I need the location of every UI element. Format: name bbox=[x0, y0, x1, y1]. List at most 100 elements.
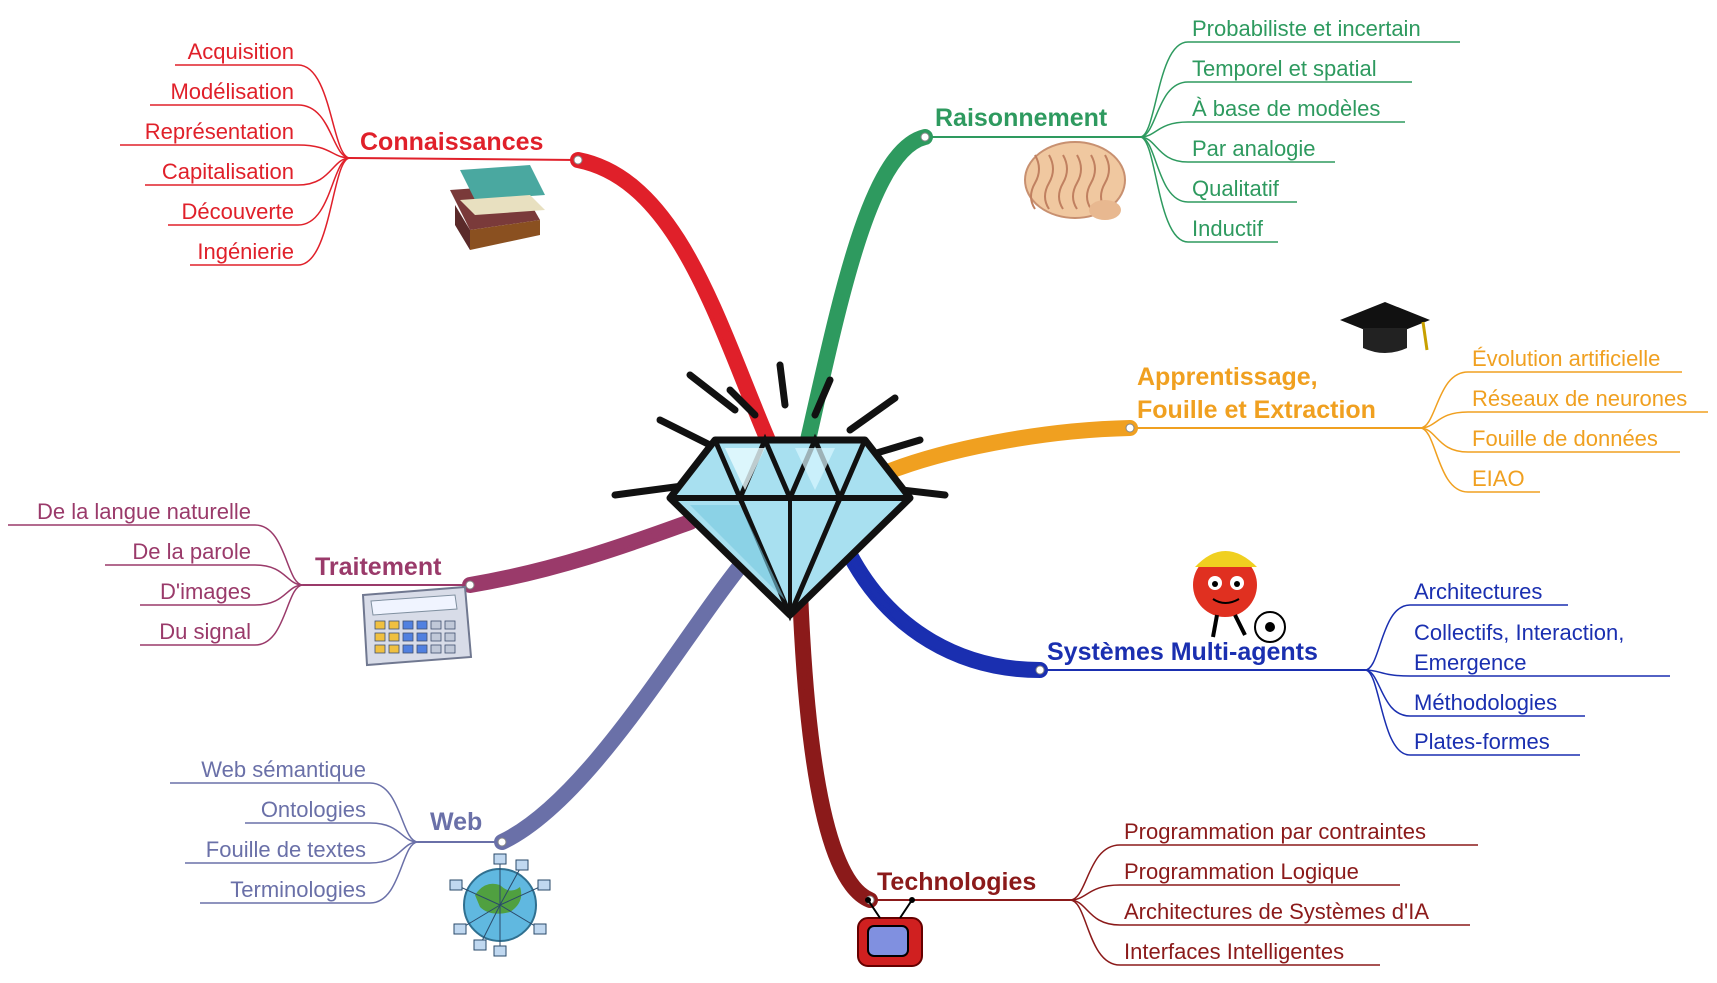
leaf-connaissances-3[interactable]: Capitalisation bbox=[162, 159, 294, 184]
leaf-traitement-1[interactable]: De la parole bbox=[132, 539, 251, 564]
leaf-connector bbox=[1419, 411, 1469, 429]
diamond-icon[interactable] bbox=[611, 361, 949, 622]
leaf-connector bbox=[1139, 121, 1189, 138]
branch-connaissances-underline bbox=[349, 157, 579, 161]
robot-soccer-icon bbox=[1193, 551, 1286, 643]
leaf-connector bbox=[254, 584, 304, 646]
leaf-connector bbox=[1139, 41, 1189, 138]
branch-apprentissage-trunk-layer bbox=[878, 426, 1132, 477]
branch-title-line: Connaissances bbox=[360, 128, 543, 156]
leaf-connaissances-1[interactable]: Modélisation bbox=[170, 79, 294, 104]
leaf-traitement-0[interactable]: De la langue naturelle bbox=[37, 499, 251, 524]
branch-sma-node[interactable] bbox=[1035, 665, 1045, 675]
branch-web-trunk-layer bbox=[500, 558, 747, 844]
branch-title-traitement[interactable]: Traitement bbox=[315, 553, 442, 581]
calculator-icon bbox=[361, 585, 473, 667]
leaf-connector bbox=[254, 584, 304, 606]
branch-traitement-trunk-layer bbox=[468, 520, 692, 587]
leaf-technologies-2[interactable]: Architectures de Systèmes d'IA bbox=[1124, 899, 1429, 924]
branch-title-technologies[interactable]: Technologies bbox=[877, 868, 1036, 896]
leaf-connector bbox=[1069, 844, 1121, 901]
leaf-technologies-1[interactable]: Programmation Logique bbox=[1124, 859, 1359, 884]
leaf-traitement-3[interactable]: Du signal bbox=[159, 619, 251, 644]
branch-title-apprentissage[interactable]: Apprentissage,Fouille et Extraction bbox=[1137, 363, 1376, 424]
leaf-connector bbox=[1364, 604, 1411, 671]
leaf-connector bbox=[1139, 136, 1189, 243]
leaf-web-1[interactable]: Ontologies bbox=[261, 797, 366, 822]
leaf-raisonnement-4[interactable]: Qualitatif bbox=[1192, 176, 1280, 201]
leaf-connector bbox=[369, 822, 419, 843]
branch-sma: Systèmes Multi-agents ArchitecturesCollec… bbox=[842, 547, 1670, 756]
branch-web-node[interactable] bbox=[497, 837, 507, 847]
leaf-apprentissage-1[interactable]: Réseaux de neurones bbox=[1472, 386, 1687, 411]
branch-raisonnement: Raisonnement Probabiliste et incertainTem… bbox=[800, 16, 1460, 448]
tv-icon bbox=[857, 897, 923, 967]
leaf-sma-1-line1[interactable]: Emergence bbox=[1414, 650, 1527, 675]
brain-icon bbox=[1024, 141, 1126, 220]
leaf-apprentissage-2[interactable]: Fouille de données bbox=[1472, 426, 1658, 451]
leaf-connector bbox=[297, 157, 351, 266]
leaf-traitement-2[interactable]: D'images bbox=[160, 579, 251, 604]
branch-title-line: Raisonnement bbox=[935, 104, 1108, 132]
leaf-connector bbox=[1139, 81, 1189, 138]
branch-title-web[interactable]: Web bbox=[430, 808, 482, 836]
leaf-connector bbox=[297, 64, 351, 159]
branch-traitement: Traitement De la langue naturelle De la pa… bbox=[8, 499, 698, 646]
leaf-raisonnement-2[interactable]: À base de modèles bbox=[1192, 96, 1380, 121]
leaf-connaissances-2[interactable]: Représentation bbox=[145, 119, 294, 144]
leaf-connaissances-5[interactable]: Ingénierie bbox=[197, 239, 294, 264]
leaf-sma-2[interactable]: Méthodologies bbox=[1414, 690, 1557, 715]
branch-technologies-trunk-layer bbox=[798, 588, 872, 902]
branch-title-raisonnement[interactable]: Raisonnement bbox=[935, 104, 1108, 132]
leaf-connector bbox=[297, 157, 351, 226]
leaf-connector bbox=[369, 841, 419, 864]
leaf-connector bbox=[369, 782, 419, 843]
leaf-raisonnement-0[interactable]: Probabiliste et incertain bbox=[1192, 16, 1421, 41]
branch-title-line: Fouille et Extraction bbox=[1137, 396, 1376, 424]
branch-title-connaissances[interactable]: Connaissances bbox=[360, 128, 543, 156]
leaf-connector bbox=[1419, 371, 1469, 429]
leaf-raisonnement-3[interactable]: Par analogie bbox=[1192, 136, 1316, 161]
leaf-connector bbox=[1069, 899, 1121, 966]
books-icon bbox=[450, 165, 545, 250]
branch-sma-trunk-layer bbox=[848, 553, 1042, 672]
leaf-apprentissage-0[interactable]: Évolution artificielle bbox=[1472, 346, 1660, 371]
leaf-connector bbox=[254, 564, 304, 586]
leaf-connector bbox=[1139, 136, 1189, 203]
branch-raisonnement-node[interactable] bbox=[920, 132, 930, 142]
leaf-sma-1-line0[interactable]: Collectifs, Interaction, bbox=[1414, 620, 1624, 645]
branch-title-line: Technologies bbox=[877, 868, 1036, 896]
leaf-connector bbox=[1364, 669, 1411, 717]
leaf-sma-0[interactable]: Architectures bbox=[1414, 579, 1542, 604]
branch-title-line: Systèmes Multi-agents bbox=[1047, 638, 1318, 666]
leaf-connector bbox=[1069, 884, 1121, 901]
leaf-connector bbox=[1419, 427, 1469, 493]
branch-title-line: Web bbox=[430, 808, 482, 836]
branch-sma-trunk-layer bbox=[845, 550, 1045, 675]
leaf-sma-3[interactable]: Plates-formes bbox=[1414, 729, 1550, 754]
leaf-technologies-3[interactable]: Interfaces Intelligentes bbox=[1124, 939, 1344, 964]
leaf-connaissances-4[interactable]: Découverte bbox=[181, 199, 294, 224]
branch-connaissances-node[interactable] bbox=[573, 155, 583, 165]
branch-connaissances: Connaissances AcquisitionModélisationRepr… bbox=[120, 39, 778, 453]
leaf-connector bbox=[1364, 669, 1411, 756]
leaf-web-3[interactable]: Terminologies bbox=[230, 877, 366, 902]
leaf-connector bbox=[297, 104, 351, 159]
leaf-raisonnement-1[interactable]: Temporel et spatial bbox=[1192, 56, 1377, 81]
leaf-raisonnement-5[interactable]: Inductif bbox=[1192, 216, 1264, 241]
leaf-web-2[interactable]: Fouille de textes bbox=[206, 837, 366, 862]
branch-technologies: Technologies Programmation par contrainte… bbox=[792, 582, 1478, 966]
branch-title-sma[interactable]: Systèmes Multi-agents bbox=[1047, 638, 1318, 666]
leaf-connaissances-0[interactable]: Acquisition bbox=[188, 39, 294, 64]
branch-traitement-node[interactable] bbox=[465, 580, 475, 590]
graduation-cap-icon bbox=[1340, 302, 1430, 353]
leaf-connector bbox=[369, 841, 419, 904]
branch-apprentissage-trunk-layer bbox=[873, 421, 1137, 482]
leaf-technologies-0[interactable]: Programmation par contraintes bbox=[1124, 819, 1426, 844]
leaf-apprentissage-3[interactable]: EIAO bbox=[1472, 466, 1525, 491]
branch-apprentissage-node[interactable] bbox=[1125, 423, 1135, 433]
leaf-web-0[interactable]: Web sémantique bbox=[201, 757, 366, 782]
branch-web-trunk-layer bbox=[497, 555, 750, 847]
